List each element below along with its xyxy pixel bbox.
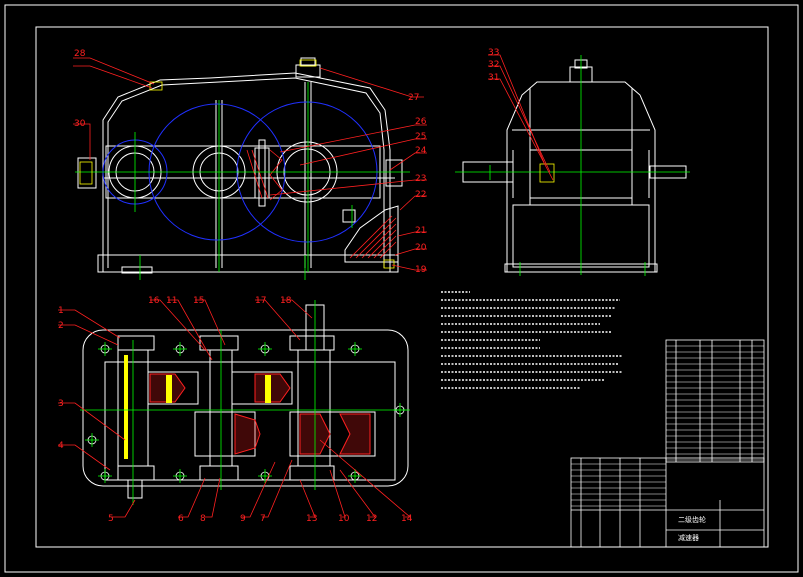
front-label-20: 20 [415, 243, 427, 253]
plan-label-17: 17 [255, 296, 266, 306]
plan-view: 1 2 3 4 16 11 15 17 18 5 6 8 9 7 13 10 1… [58, 296, 413, 524]
plan-label-8: 8 [200, 514, 206, 524]
plan-label-1: 1 [58, 306, 64, 316]
front-label-23: 23 [415, 174, 426, 184]
plan-label-7: 7 [260, 514, 266, 524]
sheet-border [4, 4, 799, 573]
plan-label-3: 3 [58, 399, 64, 409]
front-label-21: 21 [415, 226, 426, 236]
front-label-22: 22 [415, 190, 426, 200]
front-label-19: 19 [415, 265, 427, 275]
side-label-32: 32 [488, 60, 499, 70]
front-label-27: 27 [408, 93, 419, 103]
title-block [570, 457, 765, 548]
plan-label-14: 14 [401, 514, 413, 524]
front-label-24: 24 [415, 146, 427, 156]
side-label-31: 31 [488, 73, 499, 83]
plan-label-5: 5 [108, 514, 114, 524]
plan-label-11: 11 [166, 296, 177, 306]
parts-list-rows [666, 345, 764, 461]
title-block-subtitle: 减速器 [678, 533, 699, 542]
title-block-rows [571, 463, 666, 507]
title-block-title: 二级齿轮 [678, 515, 706, 524]
plan-label-2: 2 [58, 321, 64, 331]
plan-label-13: 13 [306, 514, 317, 524]
plan-label-10: 10 [338, 514, 350, 524]
front-label-30: 30 [74, 119, 86, 129]
technical-notes [441, 291, 622, 389]
parts-list [665, 339, 765, 463]
front-label-25: 25 [415, 132, 426, 142]
plan-label-9: 9 [240, 514, 246, 524]
side-label-33: 33 [488, 48, 499, 58]
side-view: 33 32 31 [455, 48, 690, 276]
plan-label-12: 12 [366, 514, 377, 524]
plan-label-6: 6 [178, 514, 184, 524]
plan-label-16: 16 [148, 296, 160, 306]
plan-label-15: 15 [193, 296, 204, 306]
front-label-26: 26 [415, 117, 427, 127]
plan-label-18: 18 [280, 296, 292, 306]
front-view: 28 27 30 26 25 24 23 22 21 20 19 [73, 49, 427, 280]
plan-label-4: 4 [58, 441, 64, 451]
front-label-28: 28 [74, 49, 86, 59]
